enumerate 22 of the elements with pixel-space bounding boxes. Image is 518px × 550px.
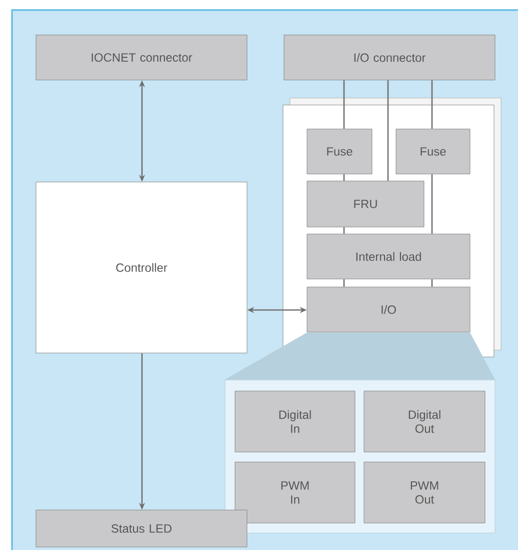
fru-box: FRU <box>306 180 424 228</box>
connector-line <box>343 279 345 287</box>
fuse-box: Fuse <box>396 128 470 174</box>
connector-line <box>387 80 389 181</box>
connector-line <box>343 227 345 234</box>
channel-box: Digital Out <box>364 390 486 452</box>
connector-box: IOCNET connector <box>36 34 248 80</box>
connector-line <box>431 174 433 234</box>
connector-line <box>431 279 433 287</box>
io-box: I/O <box>306 286 470 332</box>
channel-box: PWM In <box>234 462 356 524</box>
zoom-projection <box>225 332 495 380</box>
status-box: Status LED <box>36 510 248 548</box>
connector-line <box>431 80 433 129</box>
connector-box: I/O connector <box>284 34 496 80</box>
connector-line <box>343 174 345 181</box>
fuse-box: Fuse <box>306 128 372 174</box>
load-box: Internal load <box>306 234 470 280</box>
controller-box: Controller <box>36 182 248 354</box>
channel-box: Digital In <box>234 390 356 452</box>
channel-box: PWM Out <box>364 462 486 524</box>
connector-line <box>343 80 345 129</box>
